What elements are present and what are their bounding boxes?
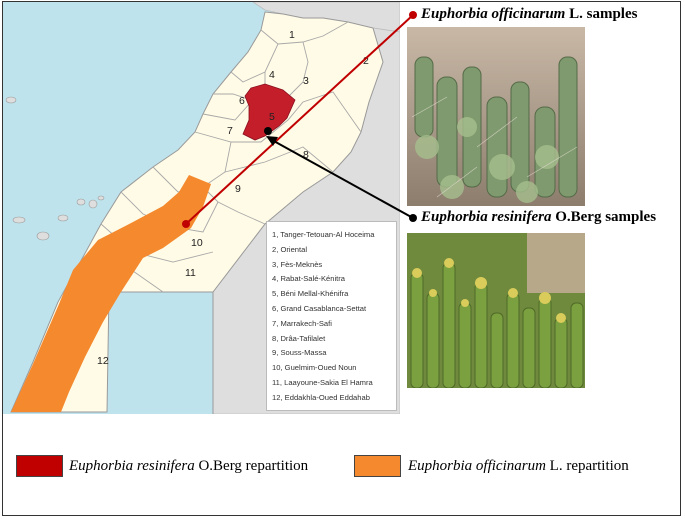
region-legend-item: 9, Souss-Massa <box>272 348 327 358</box>
region-number-3: 3 <box>303 75 309 87</box>
region-legend-item: 6, Grand Casablanca-Settat <box>272 303 367 313</box>
officinarum-legend-suffix: L. repartition <box>545 458 629 474</box>
resinifera-samples-caption: Euphorbia resinifera O.Berg samples <box>421 209 656 226</box>
region-number-6: 6 <box>239 95 245 107</box>
region-legend-item: 3, Fès-Meknès <box>272 259 323 269</box>
region-number-11: 11 <box>185 267 196 279</box>
resinifera-legend-swatch <box>16 455 63 477</box>
region-legend-item: 4, Rabat-Salé-Kénitra <box>272 274 346 284</box>
officinarum-caption-suffix: L. samples <box>565 6 638 22</box>
region-legend-item: 5, Béni Mellal-Khénifra <box>272 289 349 299</box>
resinifera-photo <box>407 233 585 388</box>
officinarum-samples-caption: Euphorbia officinarum L. samples <box>421 6 637 23</box>
region-legend-item: 10, Guelmim-Oued Noun <box>272 363 357 373</box>
region-legend: 1, Tanger-Tetouan-Al Hoceima 2, Oriental… <box>266 221 397 411</box>
resinifera-legend-suffix: O.Berg repartition <box>194 458 309 474</box>
officinarum-legend-swatch <box>354 455 401 477</box>
canary-islands <box>5 96 105 241</box>
officinarum-species-name: Euphorbia officinarum <box>421 6 566 22</box>
region-legend-item: 7, Marrakech-Safi <box>272 318 332 328</box>
region-legend-item: 1, Tanger-Tetouan-Al Hoceima <box>272 230 375 239</box>
officinarum-range <box>11 175 211 412</box>
resinifera-caption-suffix: O.Berg samples <box>551 209 657 225</box>
region-number-12: 12 <box>97 355 109 367</box>
region-legend-item: 11, Laayoune-Sakia El Hamra <box>272 377 373 387</box>
resinifera-legend-label: Euphorbia resinifera O.Berg repartition <box>69 458 308 475</box>
resinifera-species-name: Euphorbia resinifera <box>421 209 552 225</box>
region-number-8: 8 <box>303 149 309 161</box>
officinarum-photo <box>407 27 585 206</box>
region-number-1: 1 <box>289 29 295 41</box>
region-number-2: 2 <box>363 55 369 67</box>
region-number-10: 10 <box>191 237 203 249</box>
region-legend-item: 12, Eddakhla-Oued Eddahab <box>272 392 370 402</box>
region-number-4: 4 <box>269 69 275 81</box>
region-legend-item: 2, Oriental <box>272 244 308 254</box>
officinarum-legend-label: Euphorbia officinarum L. repartition <box>408 458 629 475</box>
region-number-7: 7 <box>227 125 233 137</box>
region-number-5: 5 <box>269 111 275 123</box>
region-number-9: 9 <box>235 183 241 195</box>
region-legend-item: 8, Drâa-Tafilalet <box>272 333 326 343</box>
officinarum-legend-species: Euphorbia officinarum <box>408 458 546 474</box>
resinifera-legend-species: Euphorbia resinifera <box>69 458 195 474</box>
